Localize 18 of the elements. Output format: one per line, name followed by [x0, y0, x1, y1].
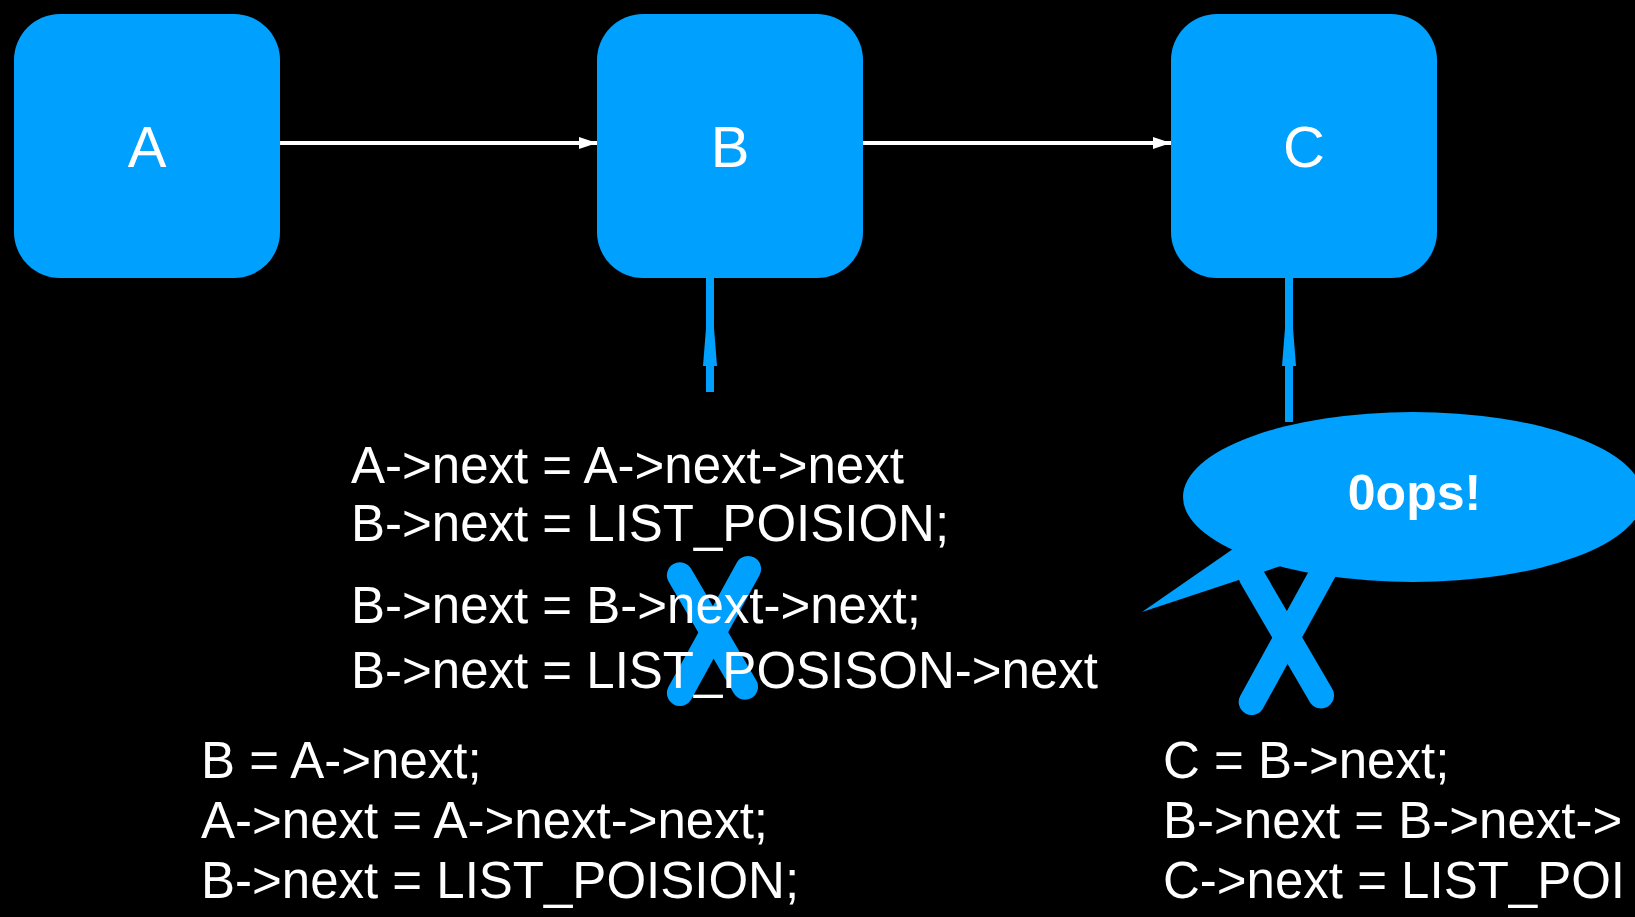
code-line: A->next = A->next->next — [351, 440, 904, 491]
code-line: C->next = LIST_POI — [1163, 855, 1626, 906]
bubble-text: 0ops! — [1347, 464, 1482, 522]
node-box — [1171, 14, 1437, 278]
node-label: A — [127, 112, 167, 180]
code-line: B = A->next; — [201, 735, 482, 786]
node-label: C — [1283, 112, 1325, 180]
code-line: B->next = B->next-> — [1163, 795, 1623, 846]
code-line: B->next = LIST_POISION; — [351, 498, 950, 549]
code-line: A->next = A->next->next; — [201, 795, 768, 846]
node-box — [14, 14, 280, 278]
arrow — [280, 137, 597, 149]
node-box — [597, 14, 863, 278]
node-label: B — [710, 112, 750, 180]
code-line: C = B->next; — [1163, 735, 1450, 786]
arrow — [1282, 278, 1296, 422]
arrow — [863, 137, 1171, 149]
code-line: B->next = LIST_POISION; — [201, 855, 800, 906]
